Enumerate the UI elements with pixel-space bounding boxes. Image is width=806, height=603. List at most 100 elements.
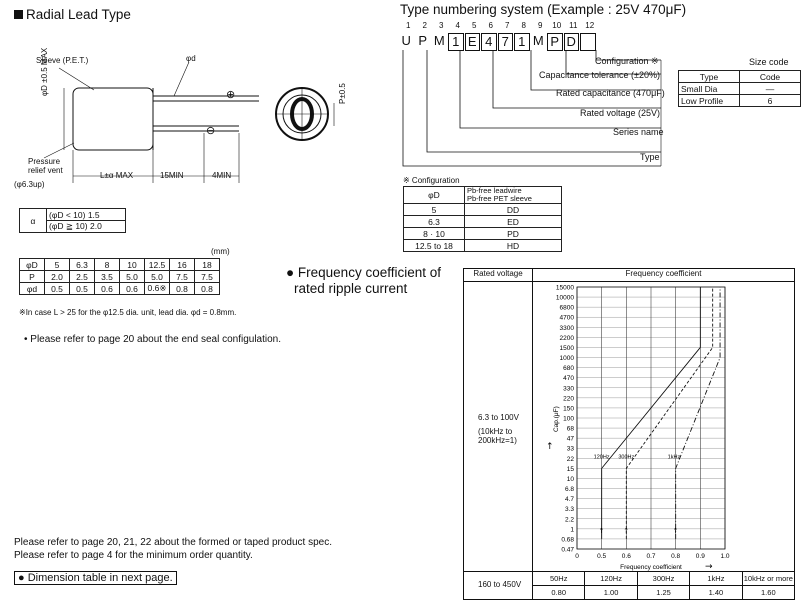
- type-code-letter: 4: [481, 33, 497, 51]
- lead-4min-label: 4MIN: [212, 171, 232, 180]
- square-bullet-icon: [14, 10, 23, 19]
- dimension-table-header: φD 5 6.3 8 10 12.5 16 18: [19, 258, 220, 271]
- freq-value: 1.40: [708, 588, 724, 597]
- freq-header: 10kHz or more: [742, 572, 795, 586]
- freq-coef-header: Frequency coefficient: [533, 269, 794, 282]
- freq-value: 1.60: [761, 588, 776, 597]
- index-number: 7: [505, 21, 510, 30]
- x-tick-label: 0.9: [696, 553, 705, 560]
- series-line-300hz: [625, 287, 714, 539]
- y-tick-label: 1: [570, 526, 574, 533]
- alpha-symbol: α: [19, 208, 47, 233]
- y-tick-label: 470: [563, 375, 574, 382]
- type-code-letter: P: [547, 33, 563, 51]
- x-tick-label: 0.5: [597, 553, 606, 560]
- alpha-table: α (φD < 10) 1.5 (φD ≧ 10) 2.0: [19, 208, 126, 233]
- end-seal-note: • Please refer to page 20 about the end …: [24, 334, 282, 345]
- series-label: 120Hz: [594, 454, 610, 460]
- configuration-label: Configuration ※: [595, 56, 659, 66]
- freq-value: 1.25: [656, 588, 671, 597]
- bullet-icon: ●: [18, 572, 25, 584]
- type-code-letter: 1: [448, 33, 464, 51]
- y-tick-label: 10000: [556, 295, 574, 302]
- y-tick-label: 0.68: [561, 536, 574, 543]
- x-axis-label: Frequency coefficient: [620, 564, 682, 571]
- y-tick-label: 47: [567, 436, 575, 443]
- formed-taped-note: Please refer to page 20, 21, 22 about th…: [14, 537, 332, 548]
- y-tick-label: 3300: [560, 325, 575, 332]
- lead-15min-label: 15MIN: [160, 171, 184, 180]
- rated-voltage-label: Rated voltage (25V): [580, 108, 661, 118]
- frequency-coefficient-heading: ● Frequency coefficient of rated ripple …: [286, 265, 441, 296]
- plus-terminal-icon: ⊕: [226, 89, 236, 101]
- capacitor-dimension-drawing: [43, 61, 335, 183]
- type-code-letter: D: [563, 33, 579, 51]
- x-tick-label: 0: [575, 553, 579, 560]
- y-tick-label: 15: [567, 466, 575, 473]
- y-tick-label: 100: [563, 416, 574, 423]
- y-tick-label: 3.3: [565, 506, 574, 513]
- type-code-letter: U: [401, 33, 411, 48]
- index-number: 4: [455, 21, 460, 30]
- radial-lead-title: Radial Lead Type: [26, 7, 131, 22]
- type-code-letter: M: [433, 33, 445, 48]
- pitch-label: P±0.5: [338, 83, 347, 104]
- y-tick-label: 150: [563, 405, 574, 412]
- phi63-label: (φ6.3up): [14, 180, 45, 189]
- next-page-notice: ● Dimension table in next page.: [14, 571, 177, 585]
- y-tick-label: 1500: [560, 345, 575, 352]
- plot-frame: [576, 286, 726, 550]
- tolerance-label: Capacitance tolerance (±20%): [539, 70, 661, 80]
- index-number: 10: [552, 21, 562, 30]
- x-tick-label: 0.7: [646, 553, 655, 560]
- up-arrow-icon: ↑: [623, 527, 629, 535]
- type-numbering-title: Type numbering system (Example : 25V 470…: [400, 2, 687, 17]
- type-code-letter: M: [532, 33, 544, 48]
- frequency-coefficient-chart: 0.470.6812.23.34.76.81015223347681001502…: [546, 285, 730, 572]
- y-tick-label: 6.8: [565, 486, 574, 493]
- voltage-range-1: 6.3 to 100V: [478, 413, 519, 422]
- index-number: 8: [521, 21, 526, 30]
- lead-diameter-label: φd: [186, 54, 196, 63]
- pressure-relief-label: Pressure relief vent: [28, 157, 63, 175]
- index-number: 12: [585, 21, 595, 30]
- minus-terminal-icon: ⊖: [206, 125, 216, 137]
- x-tick-label: 1.0: [720, 553, 729, 560]
- config-table-title: ※ Configuration: [403, 176, 460, 185]
- radial-lead-heading: Radial Lead Type: [14, 7, 131, 22]
- series-label: 1kHz: [668, 454, 681, 460]
- length-max-label: L±α MAX: [100, 171, 134, 180]
- series-label: 300Hz: [618, 454, 634, 460]
- size-code-title: Size code: [749, 57, 789, 67]
- freq-header: 50Hz: [533, 572, 585, 586]
- min-order-note: Please refer to page 4 for the minimum o…: [14, 550, 253, 561]
- x-tick-label: 0.6: [622, 553, 631, 560]
- type-code-letter: 7: [497, 33, 513, 51]
- freq-factor-cell: 300Hz 1.25: [636, 572, 690, 599]
- index-number: 11: [569, 21, 578, 30]
- series-line-120hz: [601, 287, 701, 539]
- y-arrow-icon: ↑: [546, 442, 554, 452]
- type-code-letter: 1: [514, 33, 530, 51]
- index-number: 6: [488, 21, 493, 30]
- freq-header: 120Hz: [585, 572, 637, 586]
- voltage-range-1-note: (10kHz to 200kHz=1): [478, 427, 517, 445]
- sleeve-label: Sleeve (P.E.T.): [36, 56, 89, 65]
- index-number: 5: [472, 21, 477, 30]
- freq-header: 300Hz: [637, 572, 690, 586]
- y-tick-label: 4.7: [565, 496, 574, 503]
- series-name-label: Series name: [613, 127, 664, 137]
- index-number: 1: [406, 21, 411, 30]
